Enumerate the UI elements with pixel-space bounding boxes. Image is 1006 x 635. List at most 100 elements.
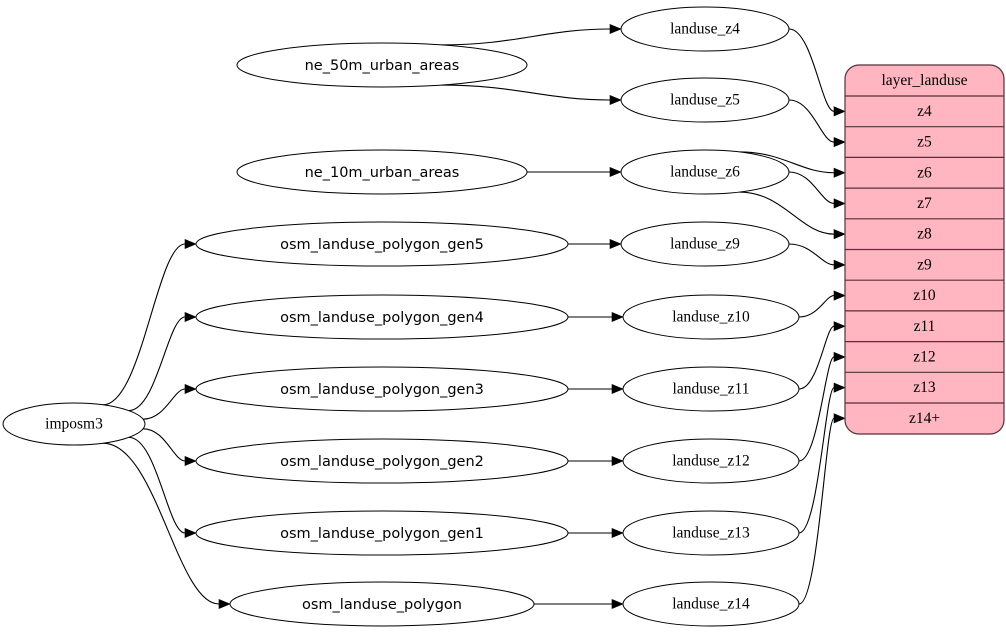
- node-landuse_z12[interactable]: landuse_z12: [622, 438, 800, 484]
- edge-landuse_z11-to-z11: [798, 325, 835, 390]
- node-shape-imposm3: [2, 402, 146, 446]
- node-label-osm_landuse_polygon_gen2: osm_landuse_polygon_gen2: [280, 454, 484, 470]
- node-shape-landuse_z4: [620, 6, 790, 52]
- edge-landuse_z14-to-z14+-arrow: [833, 413, 846, 424]
- node-label-landuse_z6: landuse_z6: [670, 164, 740, 181]
- edge-landuse_z14-to-z14+: [798, 417, 835, 605]
- table-row-z14+[interactable]: z14+: [909, 410, 940, 427]
- node-label-landuse_z13: landuse_z13: [672, 525, 750, 542]
- node-landuse_z11[interactable]: landuse_z11: [622, 366, 800, 412]
- node-label-ne_50m_urban_areas: ne_50m_urban_areas: [305, 58, 460, 74]
- node-osm_landuse_polygon_gen3[interactable]: osm_landuse_polygon_gen3: [195, 366, 569, 412]
- edge-landuse_z4-to-z4-arrow: [833, 106, 846, 117]
- edge-imposm3-to-osm_landuse_polygon: [103, 442, 220, 605]
- edge-imposm3-to-osm_landuse_polygon_gen1: [128, 436, 186, 534]
- node-label-osm_landuse_polygon_gen5: osm_landuse_polygon_gen5: [280, 237, 484, 253]
- node-shape-landuse_z12: [622, 438, 800, 484]
- edge-imposm3-to-osm_landuse_polygon_gen3: [143, 388, 186, 420]
- node-label-landuse_z4: landuse_z4: [670, 21, 740, 38]
- edge-imposm3-to-osm_landuse_polygon_gen2-arrow: [184, 455, 197, 467]
- edge-imposm3-to-osm_landuse_polygon_gen2: [143, 428, 186, 462]
- edge-landuse_z5-to-z5-arrow: [833, 136, 846, 148]
- edge-landuse_z6-to-z6-arrow: [833, 167, 846, 178]
- table-row-z9[interactable]: z9: [917, 256, 932, 273]
- node-label-osm_landuse_polygon_gen4: osm_landuse_polygon_gen4: [280, 310, 484, 326]
- edge-osm_landuse_polygon_gen2-to-landuse_z12-arrow: [611, 455, 624, 467]
- edge-landuse_z13-to-z13-arrow: [833, 382, 846, 393]
- node-osm_landuse_polygon_gen1[interactable]: osm_landuse_polygon_gen1: [195, 510, 569, 556]
- node-shape-landuse_z5: [620, 77, 790, 123]
- table-row-z5[interactable]: z5: [917, 134, 932, 151]
- node-shape-landuse_z6: [620, 149, 790, 195]
- node-imposm3[interactable]: imposm3: [2, 402, 146, 446]
- node-shape-osm_landuse_polygon_gen5: [195, 221, 569, 267]
- node-shape-osm_landuse_polygon_gen3: [195, 366, 569, 412]
- edge-ne_50m_urban_areas-to-landuse_z4: [441, 28, 611, 46]
- edge-imposm3-to-osm_landuse_polygon_gen4-arrow: [184, 311, 197, 323]
- node-shape-landuse_z14: [622, 581, 800, 627]
- node-label-landuse_z10: landuse_z10: [672, 309, 750, 326]
- node-landuse_z10[interactable]: landuse_z10: [622, 294, 800, 340]
- node-landuse_z9[interactable]: landuse_z9: [620, 221, 790, 267]
- node-label-osm_landuse_polygon_gen1: osm_landuse_polygon_gen1: [280, 526, 484, 542]
- node-shape-osm_landuse_polygon_gen4: [195, 294, 569, 340]
- edge-imposm3-to-osm_landuse_polygon_gen3-arrow: [184, 383, 197, 395]
- edge-landuse_z10-to-z10-arrow: [833, 290, 846, 301]
- node-ne_50m_urban_areas[interactable]: ne_50m_urban_areas: [236, 42, 528, 88]
- table-row-z8[interactable]: z8: [917, 226, 932, 243]
- node-label-imposm3: imposm3: [45, 416, 103, 433]
- edge-ne_10m_urban_areas-to-landuse_z6-arrow: [609, 166, 622, 178]
- node-landuse_z4[interactable]: landuse_z4: [620, 6, 790, 52]
- table-row-z6[interactable]: z6: [917, 164, 932, 181]
- node-shape-landuse_z10: [622, 294, 800, 340]
- edge-osm_landuse_polygon_gen3-to-landuse_z11-arrow: [611, 383, 624, 395]
- edge-landuse_z5-to-z5: [788, 99, 835, 143]
- node-shape-landuse_z13: [622, 510, 800, 556]
- edge-osm_landuse_polygon_gen1-to-landuse_z13-arrow: [611, 527, 624, 539]
- node-osm_landuse_polygon[interactable]: osm_landuse_polygon: [229, 581, 535, 627]
- edge-landuse_z10-to-z10: [798, 295, 835, 318]
- node-landuse_z5[interactable]: landuse_z5: [620, 77, 790, 123]
- node-landuse_z14[interactable]: landuse_z14: [622, 581, 800, 627]
- node-ne_10m_urban_areas[interactable]: ne_10m_urban_areas: [236, 149, 528, 195]
- node-osm_landuse_polygon_gen2[interactable]: osm_landuse_polygon_gen2: [195, 438, 569, 484]
- table-row-z4[interactable]: z4: [917, 103, 932, 120]
- edge-imposm3-to-osm_landuse_polygon_gen1-arrow: [184, 527, 197, 539]
- edge-landuse_z9-to-z9: [788, 243, 835, 266]
- edge-landuse_z6-to-z8: [739, 191, 835, 235]
- edge-ne_50m_urban_areas-to-landuse_z5: [441, 84, 611, 101]
- node-shape-landuse_z11: [622, 366, 800, 412]
- node-shape-ne_10m_urban_areas: [236, 149, 528, 195]
- node-landuse_z6[interactable]: landuse_z6: [620, 149, 790, 195]
- edge-ne_50m_urban_areas-to-landuse_z5-arrow: [609, 94, 622, 106]
- node-osm_landuse_polygon_gen4[interactable]: osm_landuse_polygon_gen4: [195, 294, 569, 340]
- edge-imposm3-to-osm_landuse_polygon_gen4: [128, 316, 186, 412]
- edge-landuse_z6-to-z7-arrow: [833, 198, 846, 209]
- table-row-z7[interactable]: z7: [917, 195, 932, 212]
- edges-layer: [102, 23, 846, 610]
- table-row-z13[interactable]: z13: [913, 379, 936, 396]
- table-row-z12[interactable]: z12: [913, 349, 935, 366]
- edge-osm_landuse_polygon_gen4-to-landuse_z10-arrow: [611, 311, 624, 323]
- node-label-ne_10m_urban_areas: ne_10m_urban_areas: [305, 165, 460, 181]
- node-shape-landuse_z9: [620, 221, 790, 267]
- edge-landuse_z9-to-z9-arrow: [833, 259, 846, 270]
- layer-landuse-header: layer_landuse: [881, 72, 967, 89]
- table-row-z10[interactable]: z10: [913, 287, 936, 304]
- edge-landuse_z4-to-z4: [788, 28, 835, 112]
- edge-landuse_z12-to-z12: [798, 356, 835, 462]
- edge-landuse_z6-to-z7: [788, 171, 835, 204]
- layer-landuse-group[interactable]: layer_landuse z4 z5 z6 z7 z8 z9 z10 z11 z12 z13 z14…: [844, 64, 1005, 435]
- edge-landuse_z6-to-z8-arrow: [833, 229, 846, 240]
- node-landuse_z13[interactable]: landuse_z13: [622, 510, 800, 556]
- node-osm_landuse_polygon_gen5[interactable]: osm_landuse_polygon_gen5: [195, 221, 569, 267]
- edge-osm_landuse_polygon_gen5-to-landuse_z9-arrow: [609, 238, 622, 250]
- node-label-osm_landuse_polygon: osm_landuse_polygon: [302, 597, 462, 613]
- edge-osm_landuse_polygon-to-landuse_z14-arrow: [611, 598, 624, 610]
- table-row-z11[interactable]: z11: [914, 318, 936, 335]
- edge-ne_50m_urban_areas-to-landuse_z4-arrow: [609, 23, 622, 35]
- layer-landuse-table: layer_landuse z4 z5 z6 z7 z8 z9 z10 z11 z12 z13 z14…: [844, 64, 1005, 435]
- node-label-landuse_z14: landuse_z14: [672, 596, 750, 613]
